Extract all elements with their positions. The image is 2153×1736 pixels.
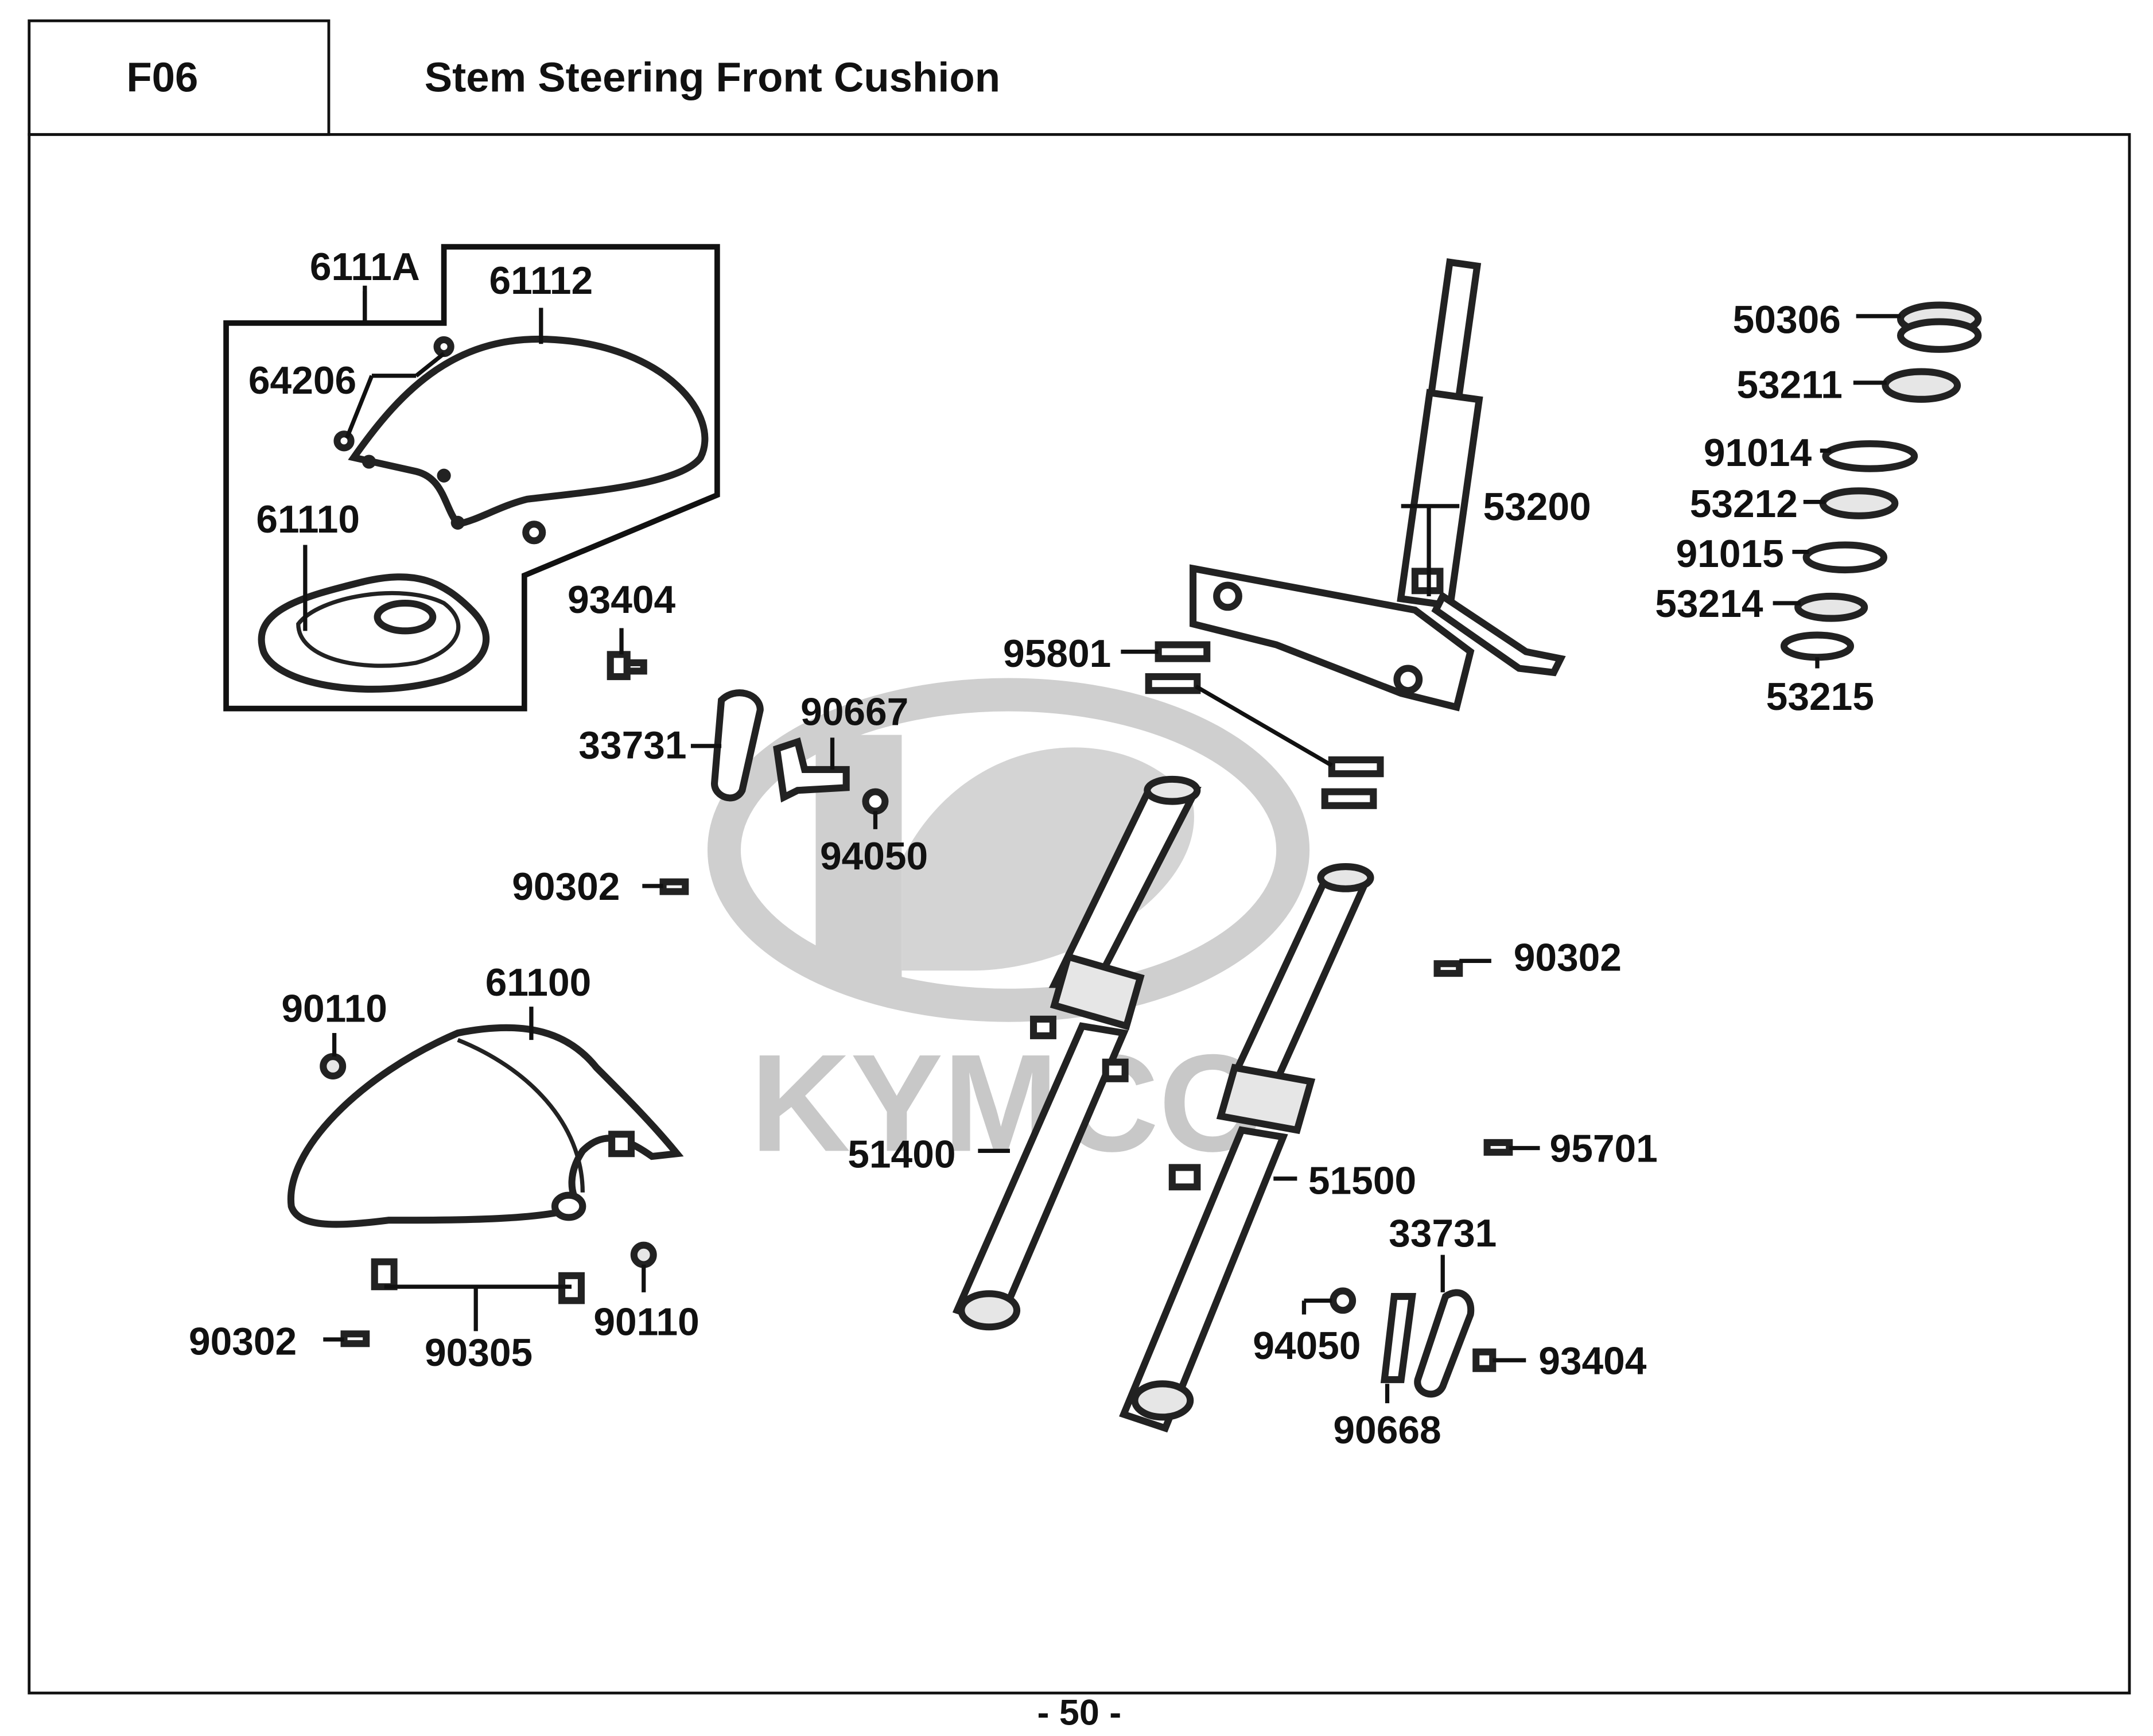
part-61112-cover [333,335,709,545]
label-91014: 91014 [1704,432,1812,475]
watermark-text: KYMCO [751,1026,1267,1180]
label-51500: 51500 [1308,1159,1416,1202]
part-53200-steering-stem [1190,258,1566,712]
label-61112: 61112 [489,259,593,302]
part-93404-bolt-right [1472,1348,1497,1372]
part-90668-bracket [1380,1293,1416,1384]
label-91015: 91015 [1676,533,1784,576]
part-91014-ball-race [1822,440,1918,472]
label-90305: 90305 [425,1331,533,1374]
part-33731-reflector-left [710,689,764,802]
part-94050-nut-left [862,788,889,815]
label-33731-a: 33731 [578,724,686,767]
page-frame [28,19,2131,1695]
part-95701-bolt [1483,1139,1513,1156]
part-90302-screw-c [1433,960,1463,977]
part-61110-tray [258,573,490,693]
part-53211-race [1882,368,1961,403]
leader-lines [303,291,1901,1404]
part-93404-bolt [607,651,647,681]
part-91015-ball-race [1802,541,1888,574]
label-33731-b: 33731 [1389,1212,1497,1255]
part-90302-screw-b [340,1330,370,1347]
label-53215: 53215 [1766,675,1874,719]
part-90302-screw-a [659,878,689,895]
part-90667-bracket [773,737,850,803]
part-51400-fork-left [952,775,1202,1331]
part-90110-grommet-b [630,1241,657,1268]
part-53212-cone [1819,487,1899,519]
part-33731-reflector-right [1414,1289,1475,1398]
label-53211: 53211 [1736,363,1842,406]
part-94050-nut-right [1330,1287,1357,1314]
label-53200: 53200 [1483,486,1591,529]
section-title: Stem Steering Front Cushion [425,54,1000,100]
label-53212: 53212 [1690,483,1798,526]
label-90302-b: 90302 [189,1321,297,1364]
section-code: F06 [126,54,198,100]
label-95701: 95701 [1550,1128,1658,1171]
label-93404-a: 93404 [568,578,676,622]
part-labels: 6111A 61112 64206 61110 93404 33731 9066… [189,246,1874,1452]
part-53215-seal [1780,631,1855,661]
part-90110-grommet-a [320,1053,347,1079]
page-number: - 50 - [1037,1693,1121,1733]
label-53214: 53214 [1655,582,1763,626]
label-90302-a: 90302 [512,865,620,908]
label-93404-b: 93404 [1538,1339,1647,1382]
part-50306-locknut [1896,301,1982,353]
label-61110: 61110 [256,498,360,541]
label-6111A: 6111A [310,246,420,289]
label-90302-c: 90302 [1514,936,1622,979]
part-95801-bolts [1145,641,1384,809]
part-61100-fender [287,1024,684,1228]
label-61100: 61100 [485,961,591,1004]
label-95801: 95801 [1003,632,1111,675]
label-94050-a: 94050 [820,835,928,878]
label-94050-b: 94050 [1253,1325,1361,1368]
label-90667: 90667 [800,691,908,734]
label-90110-b: 90110 [593,1301,699,1344]
label-51400: 51400 [848,1133,955,1176]
label-90110-a: 90110 [281,988,387,1031]
part-53214-cone [1794,592,1868,622]
label-90668: 90668 [1333,1409,1441,1452]
label-64206: 64206 [248,359,356,402]
part-51500-fork-right [1030,863,1374,1433]
label-50306: 50306 [1733,298,1841,341]
